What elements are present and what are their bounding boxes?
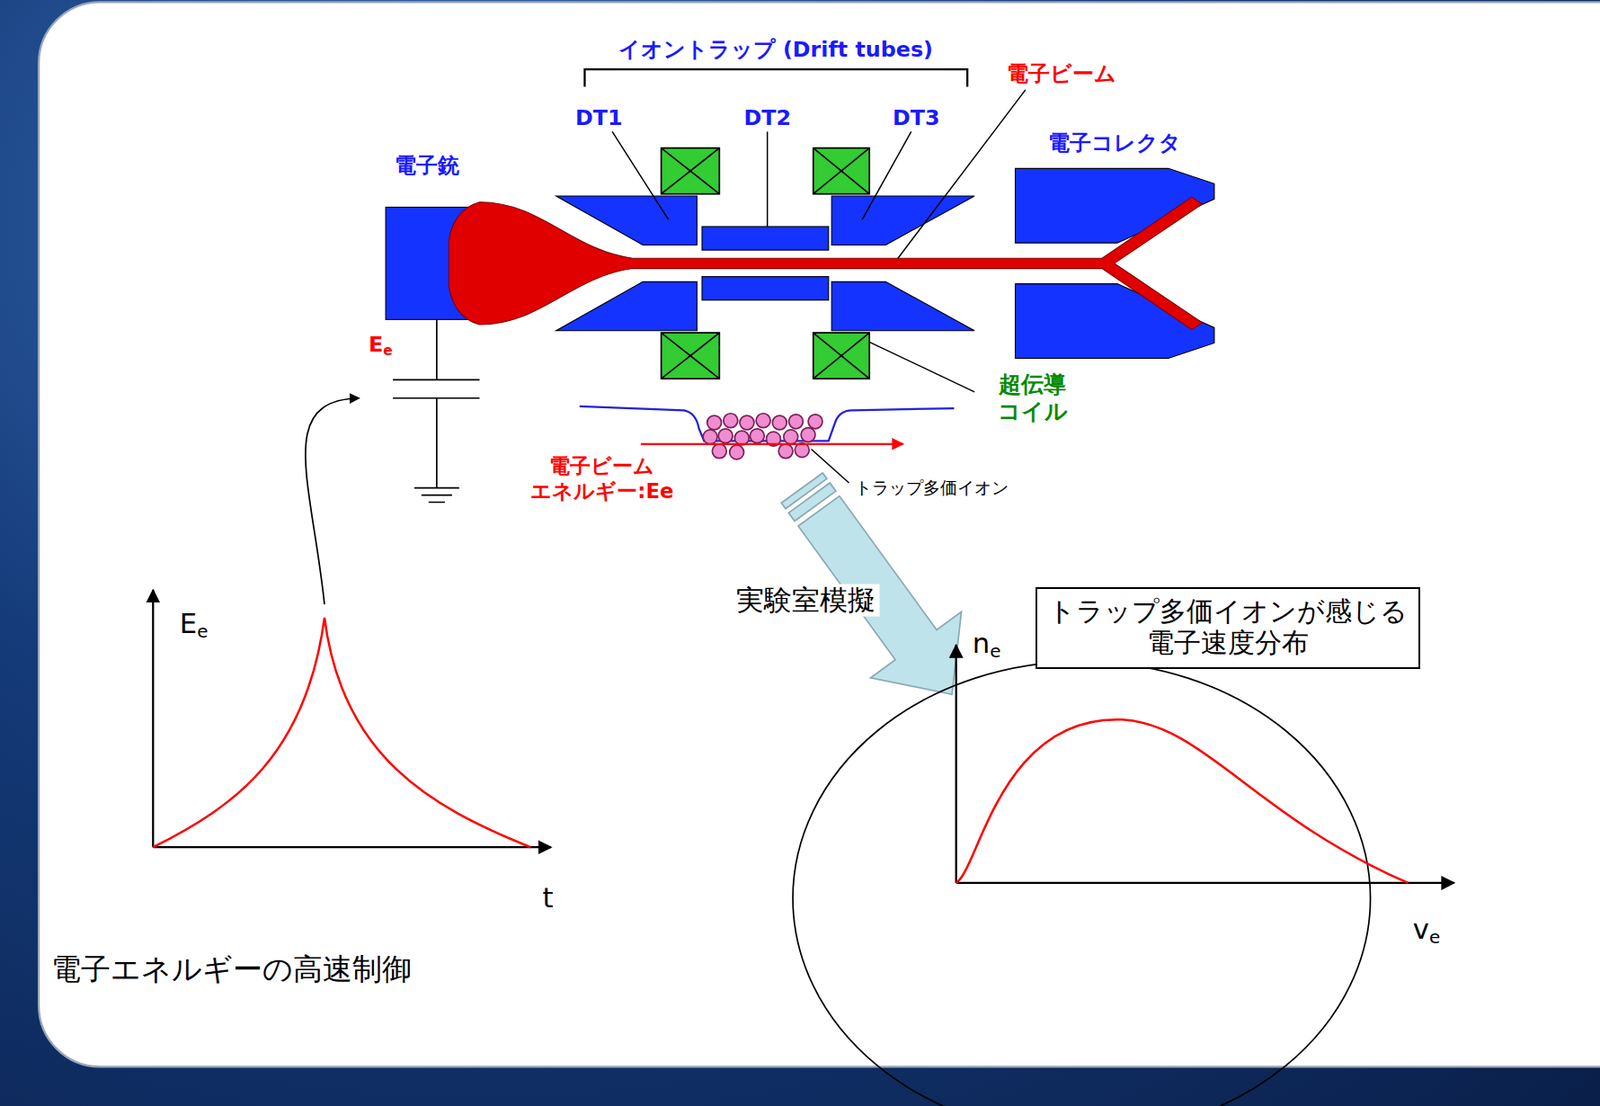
part-name: 電子銃 — [394, 152, 460, 179]
beam-energy-label: 電子ビーム エネルギー:Ee — [512, 453, 692, 503]
energy-symbol: Ee — [368, 330, 393, 358]
part-name: トラップ多価イオン — [854, 477, 1009, 498]
ion-cloud — [702, 413, 823, 460]
caption-box: トラップ多価イオンが感じる 電子速度分布 — [1035, 586, 1421, 669]
part-name: DT1 — [575, 104, 623, 131]
control-arrow — [305, 398, 360, 605]
bracket — [584, 69, 968, 87]
coil — [661, 148, 871, 380]
part-name: 電子ビーム — [1006, 60, 1117, 87]
part-name: 電子コレクタ — [1048, 130, 1182, 157]
arrow-label: 実験室模擬 — [732, 583, 880, 617]
axis-label: ve — [1413, 913, 1440, 949]
part-name: DT2 — [743, 104, 792, 131]
power-supply — [392, 319, 480, 502]
caption-note: 電子エネルギーの高速制御 — [51, 951, 412, 987]
energy-plot — [152, 589, 552, 847]
axis-label: ne — [972, 627, 1002, 663]
group-title: イオントラップ (Drift tubes) — [618, 35, 934, 63]
leader-line — [612, 89, 1026, 483]
part-name: DT3 — [892, 104, 941, 131]
part-name: 超伝導 コイル — [976, 371, 1089, 426]
electron-beam — [448, 196, 1202, 330]
box-text: トラップ多価イオンが感じる 電子速度分布 — [1048, 595, 1408, 660]
axis-label: t — [542, 881, 554, 916]
beam-arrow — [640, 443, 904, 445]
distribution-plot — [956, 644, 1455, 883]
axis-label: Ee — [179, 606, 209, 642]
panel — [38, 1, 1600, 1067]
